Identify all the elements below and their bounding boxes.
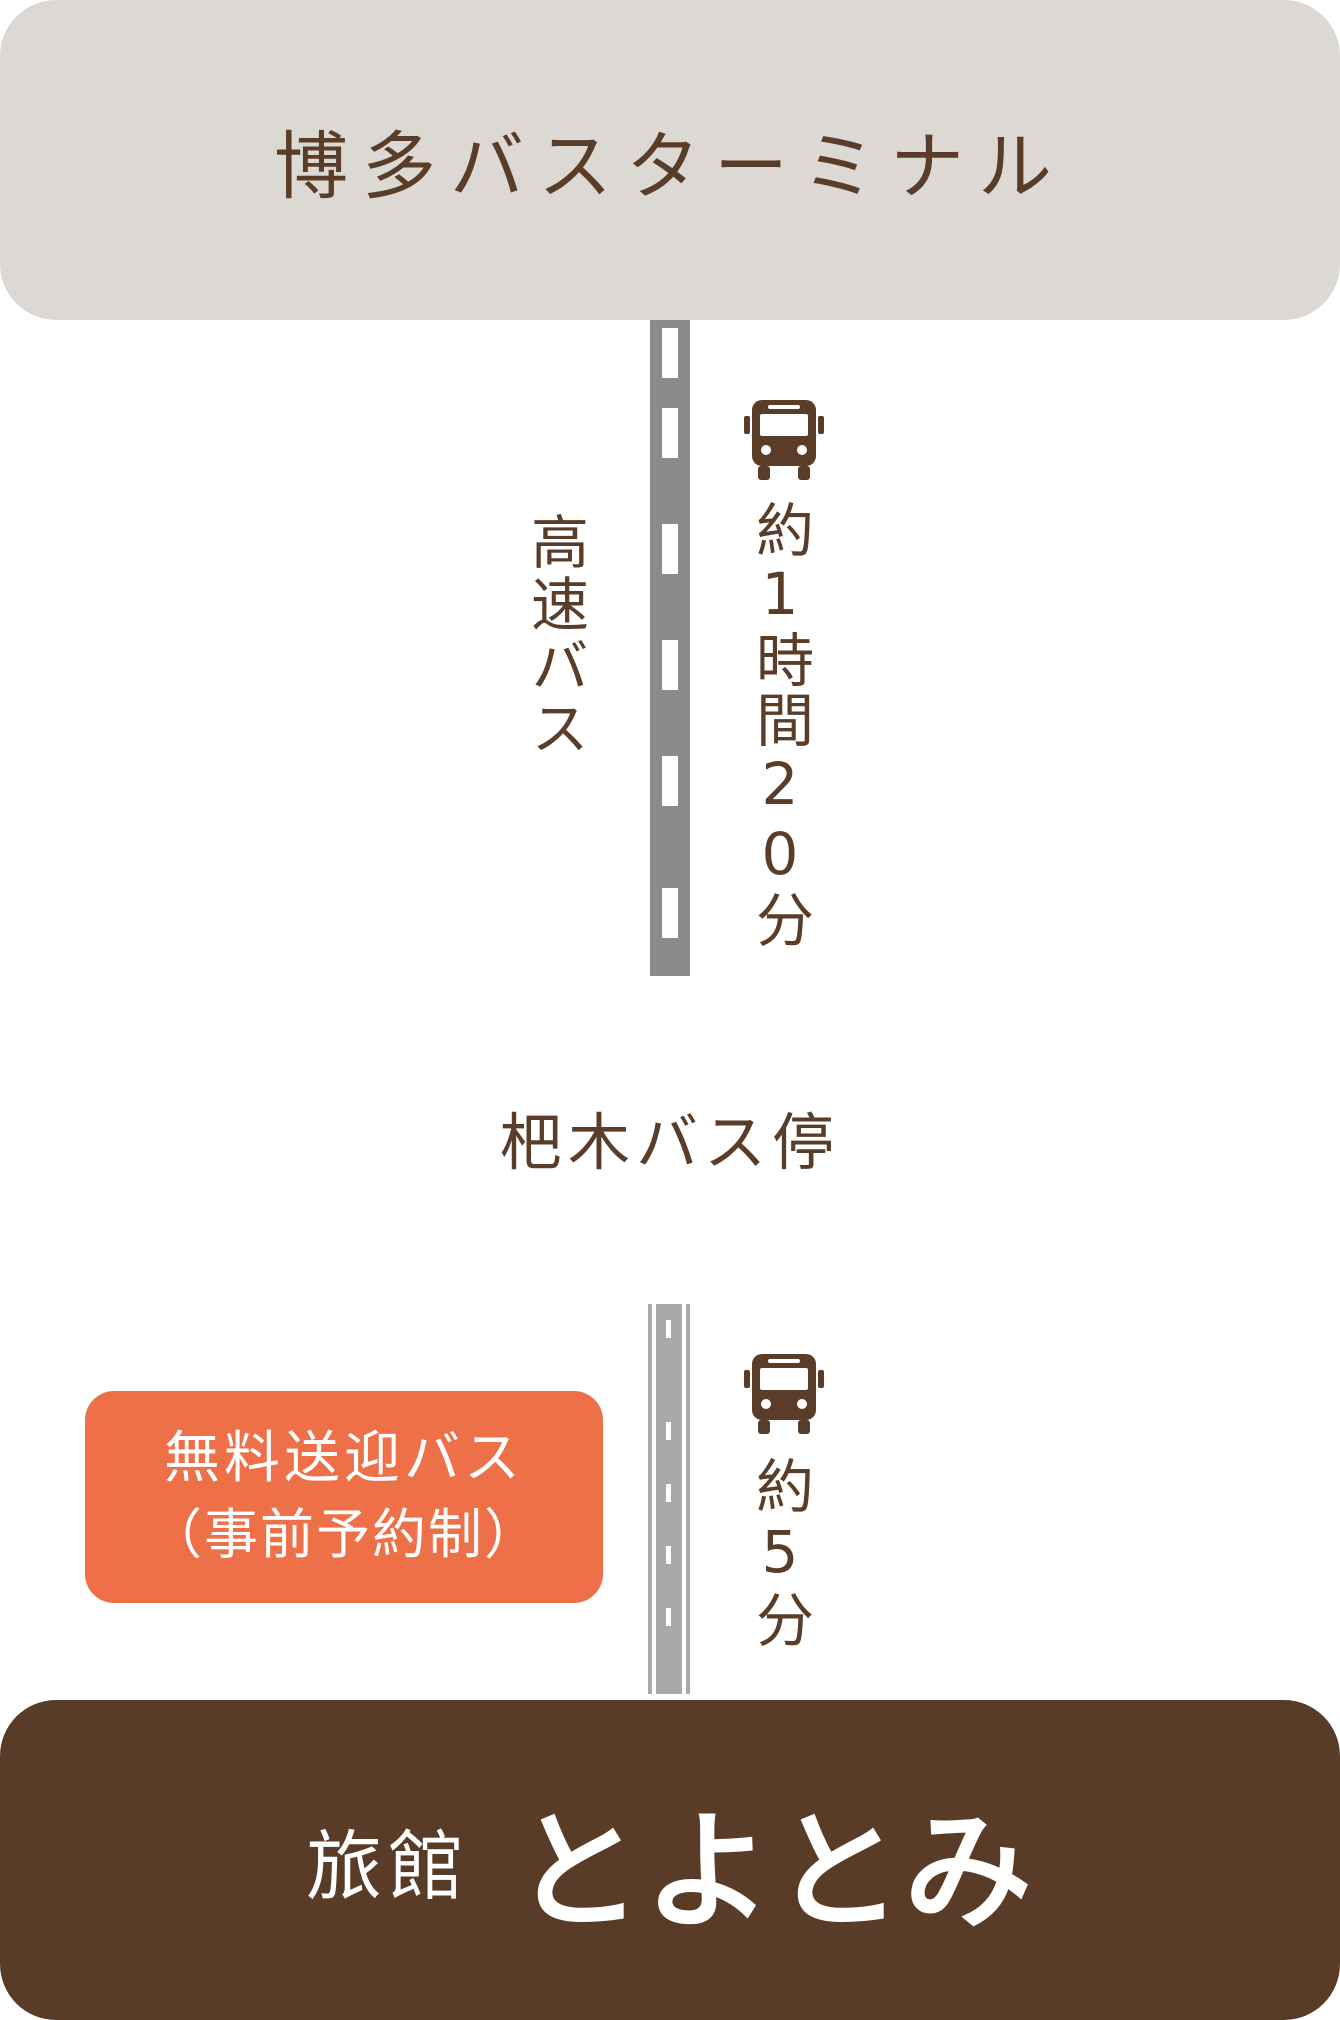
road-dash	[662, 640, 678, 690]
bus-icon	[744, 400, 824, 480]
free-shuttle-badge: 無料送迎バス （事前予約制）	[88, 1394, 600, 1600]
destination-prefix: 旅館	[305, 1822, 470, 1911]
bus-stop-label: 杷木バス停	[499, 1106, 840, 1179]
road-dash	[662, 328, 678, 378]
road-edge-line	[682, 1304, 686, 1694]
reservation-note: （事前予約制）	[148, 1503, 540, 1566]
destination-box: 旅館 とよとみ	[0, 1700, 1340, 2020]
local-road	[648, 1304, 690, 1694]
highway-duration: 約1時間20分	[746, 500, 814, 950]
road-dash	[662, 408, 678, 458]
road-edge-line	[652, 1304, 656, 1694]
highway-road	[650, 320, 690, 976]
shuttle-duration: 約5分	[746, 1456, 814, 1652]
road-dash	[666, 1422, 671, 1440]
highway-bus-label: 高速バス	[521, 512, 589, 760]
road-dash	[666, 1608, 671, 1626]
destination-title: 旅館 とよとみ	[306, 1768, 1034, 1953]
destination-name: とよとみ	[513, 1797, 1034, 1947]
road-dash	[662, 756, 678, 806]
road-dash	[666, 1320, 671, 1338]
departure-title: 博多バスターミナル	[274, 123, 1066, 210]
road-dash	[662, 888, 678, 938]
road-dash	[662, 524, 678, 574]
departure-box: 博多バスターミナル	[0, 0, 1340, 320]
road-dash	[666, 1546, 671, 1564]
shuttle-label: 無料送迎バス	[164, 1426, 524, 1491]
road-dash	[666, 1484, 671, 1502]
bus-icon	[744, 1354, 824, 1434]
